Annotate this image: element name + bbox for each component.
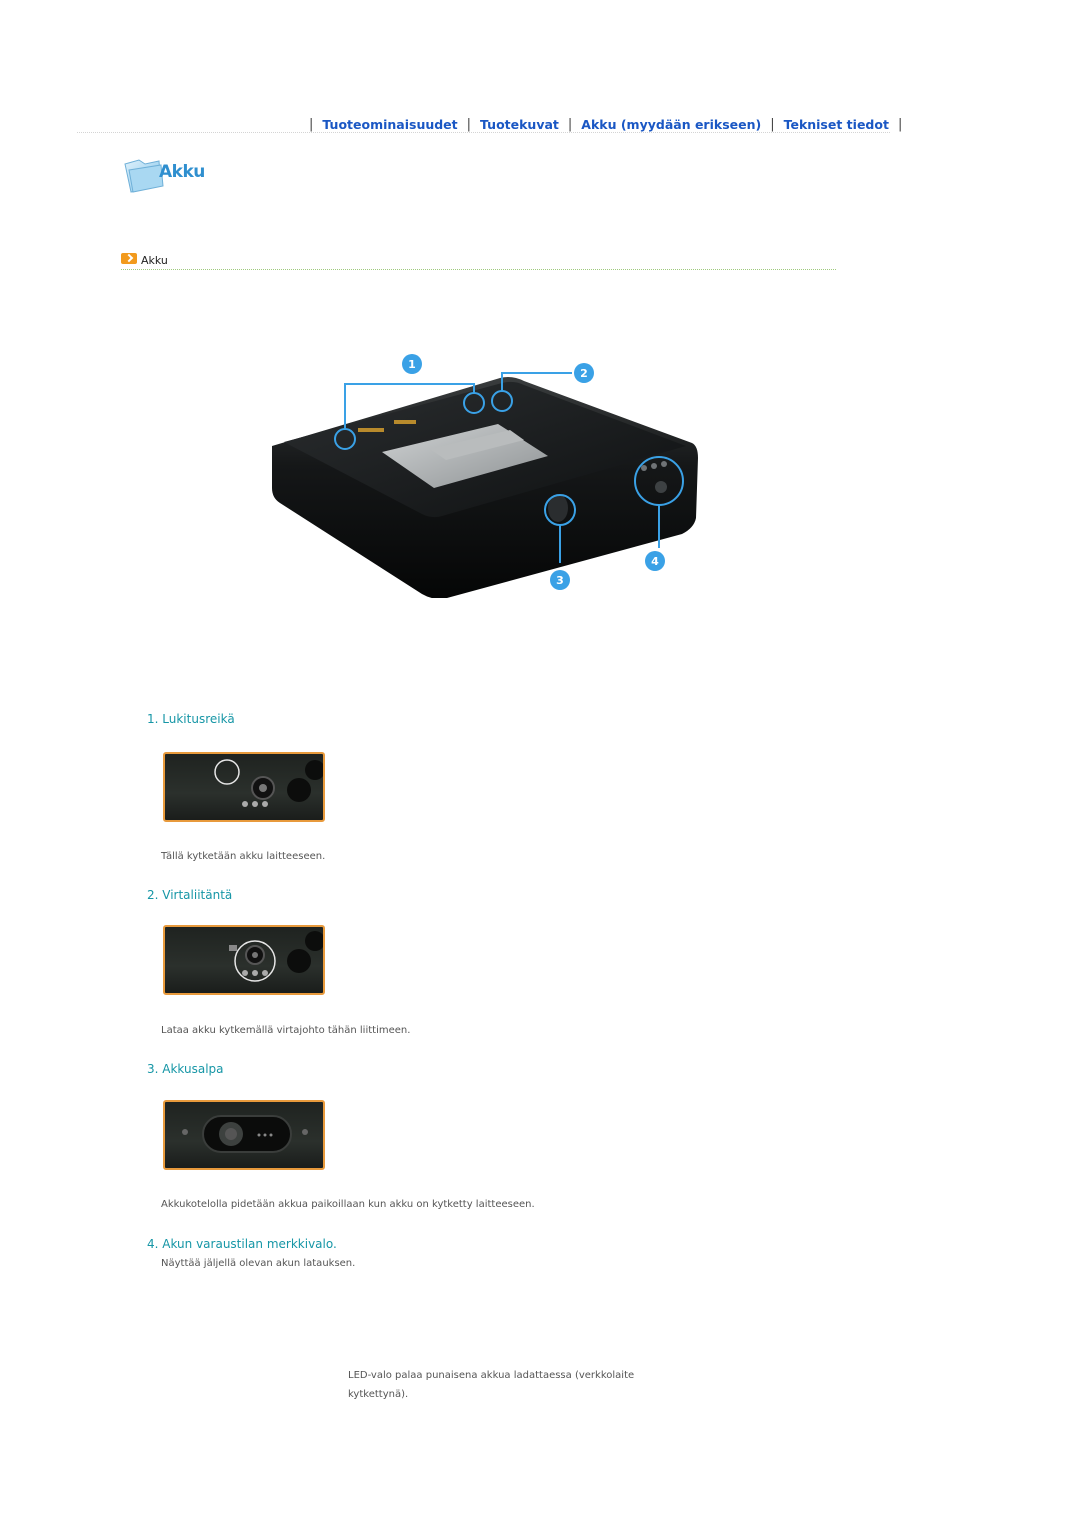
nav-link-specifications[interactable]: Tekniset tiedot [783,116,889,132]
callout-1-label: 1 [408,358,416,371]
callout-4-label: 4 [651,555,659,568]
nav-separator: | [309,116,314,132]
power-port-image [163,925,325,995]
folder-icon [124,159,164,193]
section-header: Akku [121,250,836,270]
battery-latch-image [163,1100,325,1170]
led-note: LED-valo palaa punaisena akkua ladattaes… [348,1370,635,1400]
section-divider [121,269,836,270]
nav-link-product-images[interactable]: Tuotekuvat [480,116,559,132]
callout-3-label: 3 [556,574,564,587]
page-title-text: Akku [159,162,205,182]
item-1-description: Tällä kytketään akku laitteeseen. [161,851,326,862]
callout-2-icon [574,363,594,383]
page-title: Akku [121,152,221,198]
nav-link-battery[interactable]: Akku (myydään erikseen) [581,116,762,132]
callout-1-icon [402,354,422,374]
nav-divider [77,132,890,133]
item-3-heading: 3. Akkusalpa [147,1062,224,1076]
nav-link-features[interactable]: Tuoteominaisuudet [322,116,458,132]
lock-hole-image [163,752,325,822]
nav-separator: | [466,116,472,132]
top-navigation: | Tuoteominaisuudet | Tuotekuvat | Akku … [300,113,903,135]
item-4-description: Näyttää jäljellä olevan akun latauksen. [161,1258,356,1269]
item-2-heading: 2. Virtaliitäntä [147,888,233,902]
section-label: Akku [141,254,168,267]
item-1-heading: 1. Lukitusreikä [147,712,235,726]
nav-separator: | [897,116,903,132]
item-2-description: Lataa akku kytkemällä virtajohto tähän l… [161,1025,411,1036]
callout-4-icon [645,551,665,571]
battery-product-image: 1 2 3 4 [262,348,702,599]
callout-3-icon [550,570,570,590]
callout-2-label: 2 [580,367,588,380]
item-3-description: Akkukotelolla pidetään akkua paikoillaan… [161,1199,535,1210]
orange-arrow-bullet-icon [121,253,137,264]
nav-separator: | [770,116,775,132]
nav-separator: | [567,116,573,132]
item-4-heading: 4. Akun varaustilan merkkivalo. [147,1237,337,1251]
